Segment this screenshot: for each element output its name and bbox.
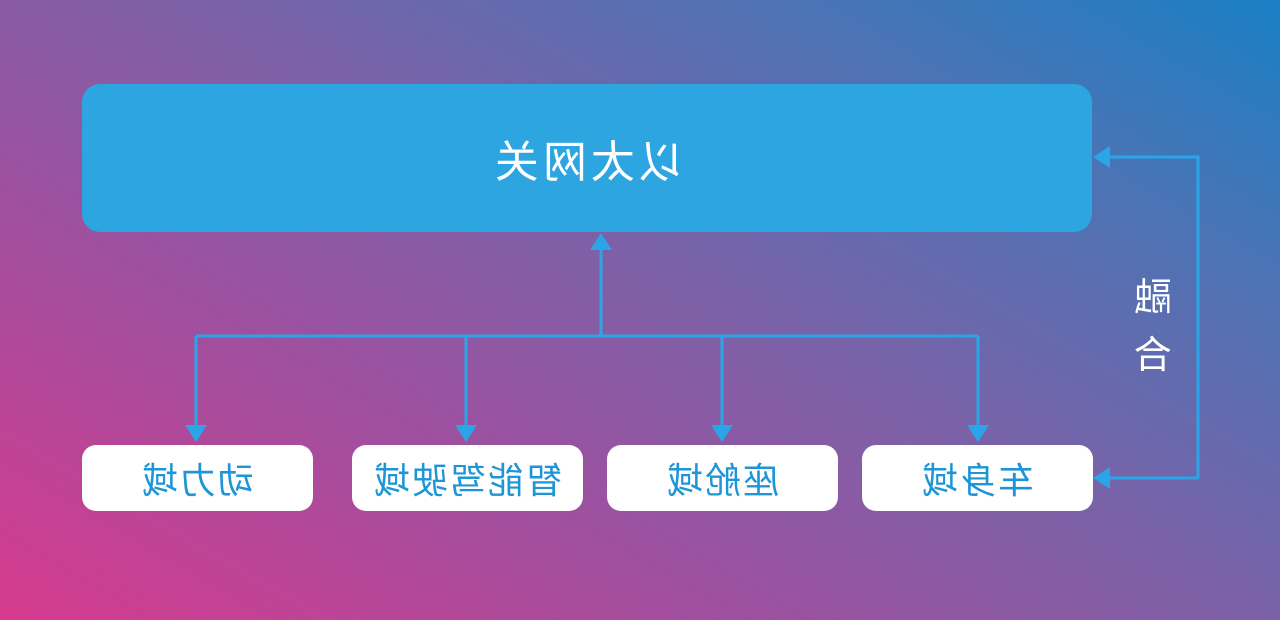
arrow-left-gateway <box>1093 146 1110 168</box>
arrow-up-gateway <box>590 233 612 250</box>
arrow-down-cockpit <box>711 425 733 442</box>
arrow-down-adas <box>455 425 477 442</box>
domain-box-adas: 智能驾驶域 <box>352 445 583 511</box>
domain-label-cockpit: 座舱域 <box>665 461 780 502</box>
gateway-label: 以太网关 <box>491 137 683 188</box>
domain-box-power: 动力域 <box>82 445 313 511</box>
domain-box-cockpit: 座舱域 <box>607 445 838 511</box>
arrow-down-body <box>967 425 989 442</box>
domain-label-body: 车身域 <box>920 461 1035 502</box>
arrow-down-power <box>185 425 207 442</box>
arrow-left-body <box>1093 467 1110 489</box>
domain-label-adas: 智能驾驶域 <box>372 461 563 502</box>
fusion-label: 融 合 <box>1128 268 1178 384</box>
fusion-char-2: 合 <box>1133 333 1172 377</box>
ethernet-gateway-box: 以太网关 <box>82 84 1092 232</box>
fusion-line <box>1108 155 1200 480</box>
domain-box-body: 车身域 <box>862 445 1093 511</box>
domain-label-power: 动力域 <box>140 461 255 502</box>
fusion-char-1: 融 <box>1133 275 1172 319</box>
